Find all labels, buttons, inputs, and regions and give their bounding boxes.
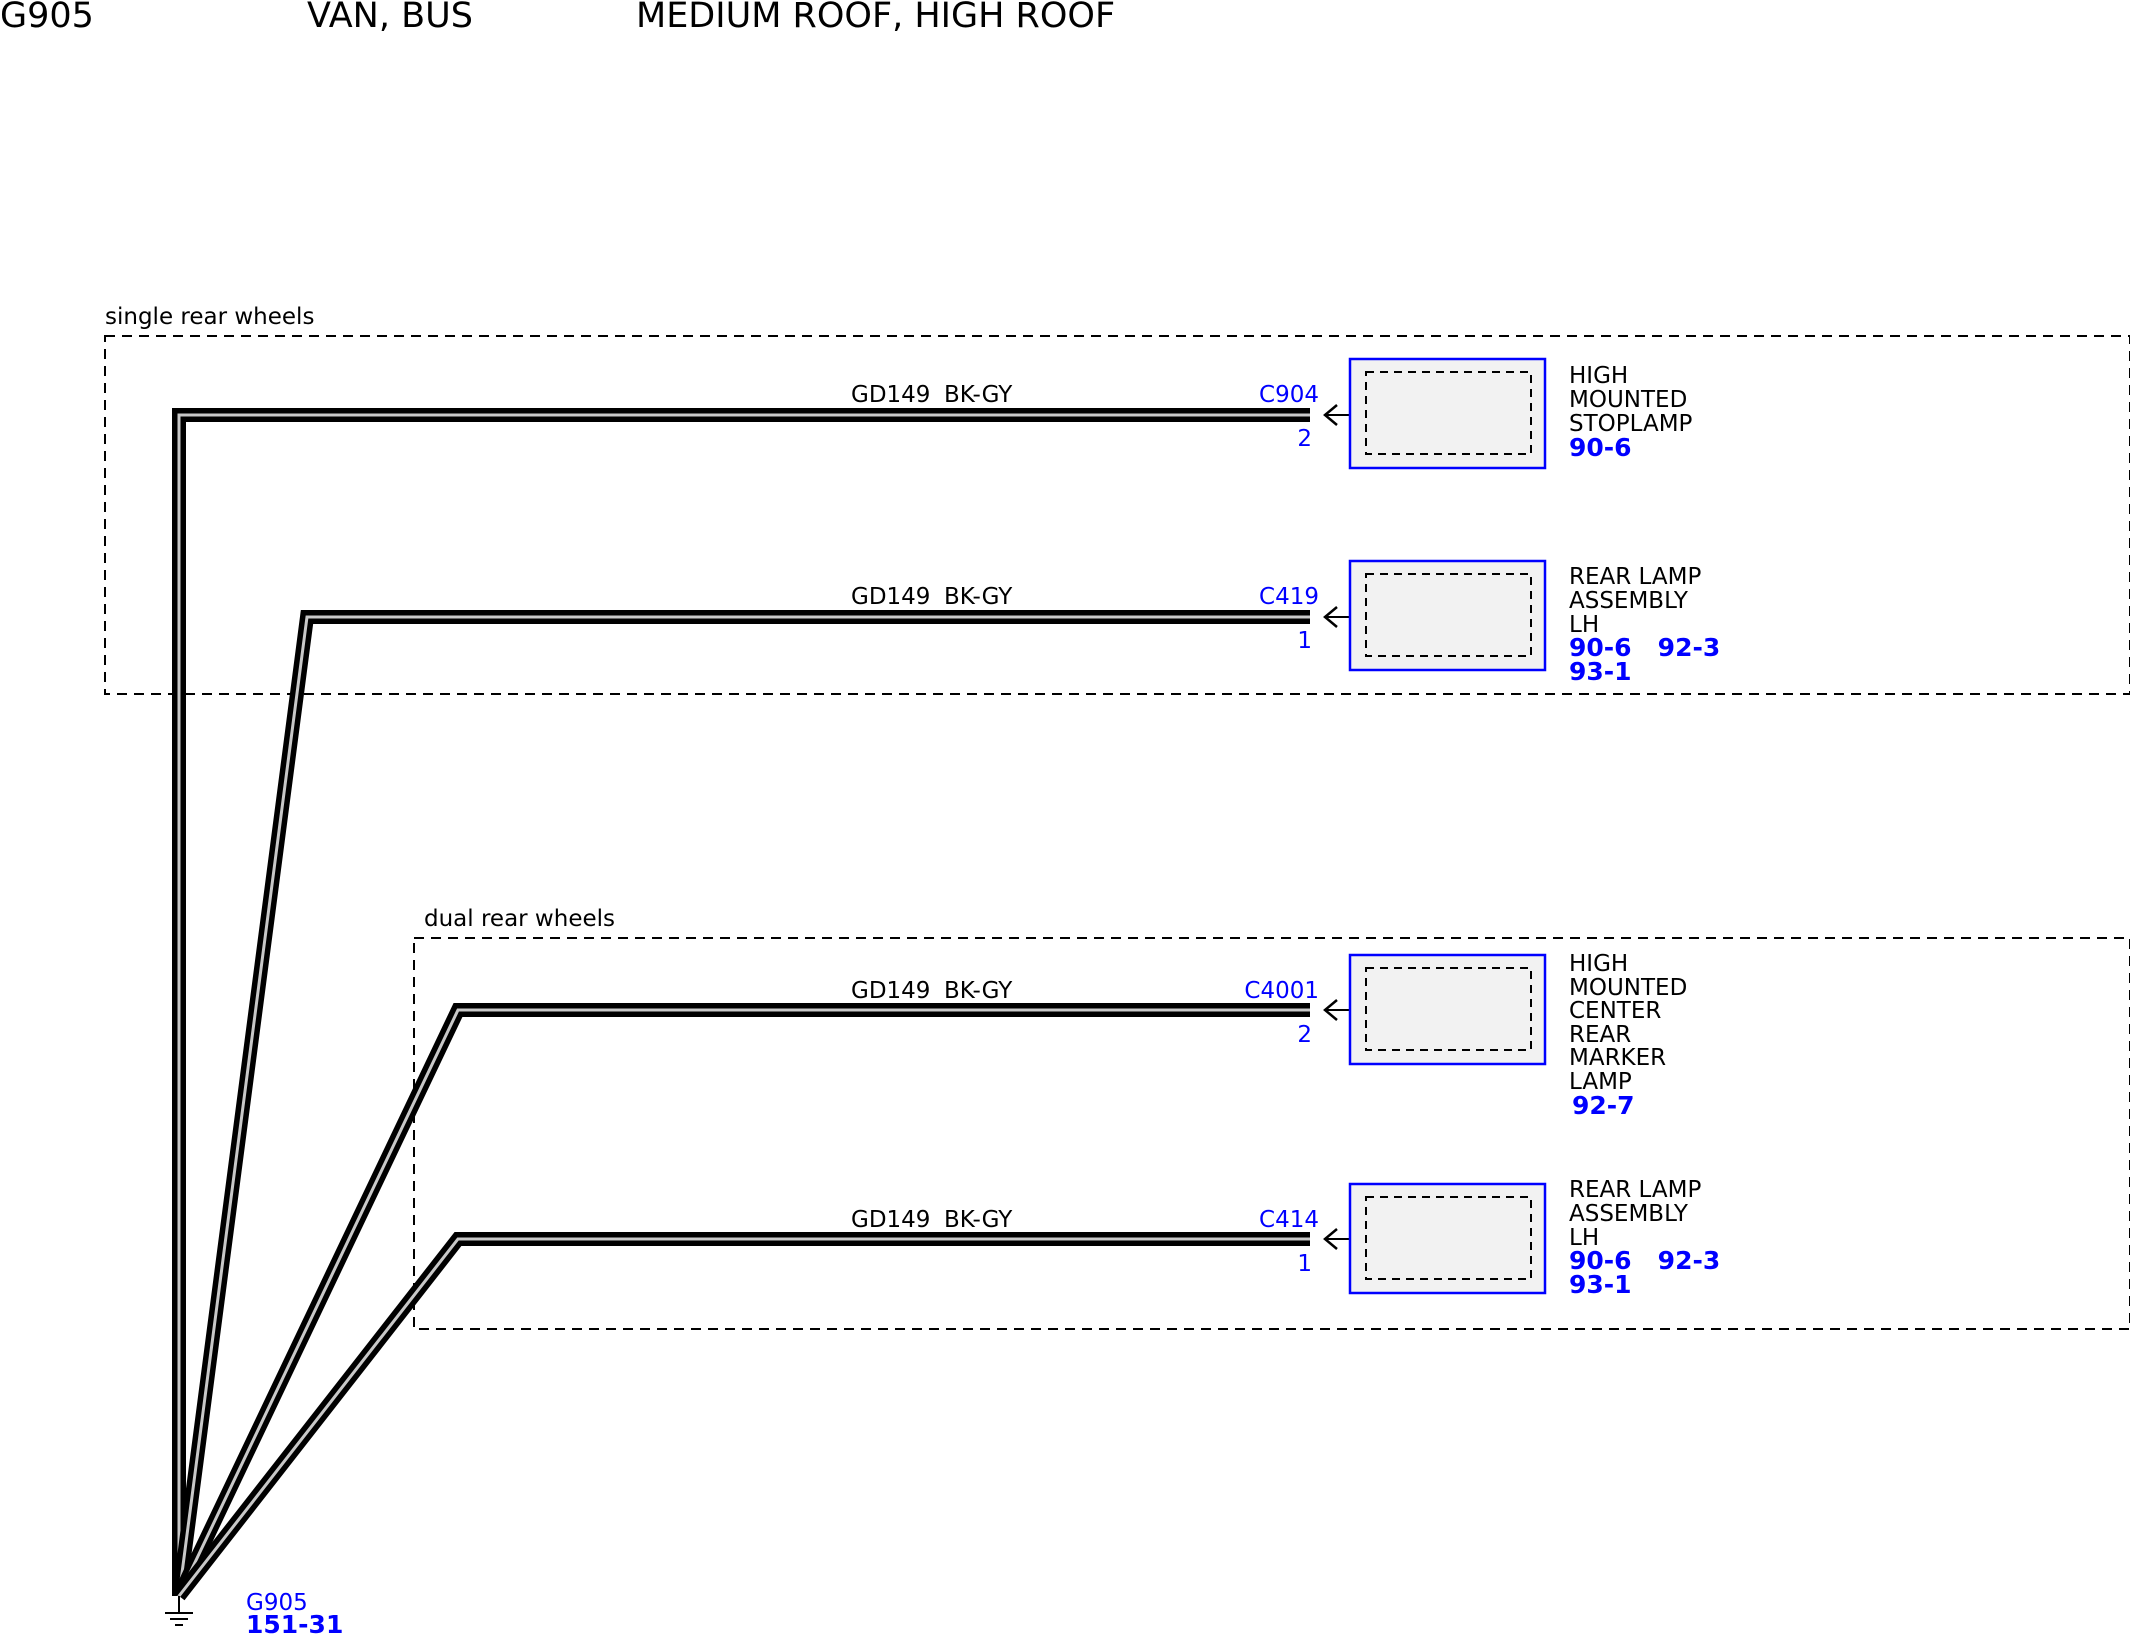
component-rear-lamp-assembly-lh-dual[interactable] <box>1348 1182 1547 1295</box>
component-box[interactable] <box>1348 559 1547 672</box>
wire-c4001 <box>172 1003 1310 1600</box>
wire-color: BK-GY <box>944 1207 1013 1233</box>
component-name-line: CENTER <box>1569 998 1661 1024</box>
circuit-id: GD149 <box>851 1207 930 1233</box>
circuit-id: GD149 <box>851 584 930 610</box>
wire-c904 <box>172 408 1310 1596</box>
header-ground-id: G905 <box>0 0 94 36</box>
component-name-line: HIGH <box>1569 951 1628 977</box>
connector-c414[interactable]: C414 <box>1259 1207 1319 1233</box>
page-ref-link[interactable]: 90-6 92-3 <box>1569 1246 1720 1275</box>
connector-pin: 1 <box>1297 628 1312 654</box>
connector-c419[interactable]: C419 <box>1259 584 1319 610</box>
region-dual-rear-wheels: dual rear wheels <box>413 906 2130 1330</box>
connector-pin: 2 <box>1297 426 1312 452</box>
circuit-c904: GD149 BK-GY C904 2 HIGH MOUNTED STOPLAMP… <box>851 357 1693 470</box>
component-name-line: MOUNTED <box>1569 387 1687 413</box>
component-name-line: ASSEMBLY <box>1569 1201 1689 1227</box>
component-box[interactable] <box>1348 357 1547 470</box>
component-rear-lamp-assembly-lh[interactable] <box>1348 559 1547 672</box>
region-boundary <box>413 937 2130 1330</box>
circuit-c414: GD149 BK-GY C414 1 REAR LAMP ASSEMBLY LH… <box>851 1177 1720 1299</box>
component-inner-outline <box>1365 371 1532 455</box>
component-name-line: LH <box>1569 612 1599 638</box>
component-box[interactable] <box>1348 953 1547 1066</box>
component-name-line: LH <box>1569 1225 1599 1251</box>
header-body-style: VAN, BUS <box>307 0 473 36</box>
page-ref-link[interactable]: 93-1 <box>1569 657 1632 686</box>
wire-c419 <box>172 610 1310 1597</box>
component-name-line: REAR LAMP <box>1569 1177 1701 1203</box>
wire-harness <box>172 408 1310 1601</box>
page-ref-link[interactable]: 93-1 <box>1569 1270 1632 1299</box>
connector-pin: 2 <box>1297 1022 1312 1048</box>
connector-c4001[interactable]: C4001 <box>1244 978 1319 1004</box>
component-name-line: STOPLAMP <box>1569 411 1693 437</box>
connector-c904[interactable]: C904 <box>1259 382 1319 408</box>
component-name-line: MOUNTED <box>1569 975 1687 1001</box>
circuit-c4001: GD149 BK-GY C4001 2 HIGH MOUNTED CENTER … <box>851 951 1687 1120</box>
wire-color: BK-GY <box>944 584 1013 610</box>
region-label: single rear wheels <box>105 304 314 330</box>
region-label: dual rear wheels <box>424 906 615 932</box>
ground-page-ref-link[interactable]: 151-31 <box>246 1610 343 1636</box>
ground-symbol-icon <box>165 1596 193 1626</box>
page-ref-link[interactable]: 90-6 92-3 <box>1569 633 1720 662</box>
component-box[interactable] <box>1348 1182 1547 1295</box>
page-ref-link[interactable]: 92-7 <box>1572 1091 1635 1120</box>
region-single-rear-wheels: single rear wheels <box>104 304 2130 695</box>
component-name-line: MARKER <box>1569 1045 1666 1071</box>
wire-color: BK-GY <box>944 382 1013 408</box>
region-boundary <box>104 335 2130 695</box>
page-ref-link[interactable]: 90-6 <box>1569 433 1632 462</box>
component-inner-outline <box>1365 1196 1532 1280</box>
circuit-c419: GD149 BK-GY C419 1 REAR LAMP ASSEMBLY LH… <box>851 559 1720 686</box>
header-roof: MEDIUM ROOF, HIGH ROOF <box>636 0 1115 36</box>
circuit-id: GD149 <box>851 978 930 1004</box>
component-name-line: REAR LAMP <box>1569 564 1701 590</box>
component-name-line: HIGH <box>1569 363 1628 389</box>
wire-c414 <box>173 1232 1310 1601</box>
circuit-id: GD149 <box>851 382 930 408</box>
ground-id[interactable]: G905 <box>246 1590 308 1616</box>
ground-g905: G905 151-31 <box>165 1590 343 1636</box>
component-inner-outline <box>1365 967 1532 1051</box>
connector-pin: 1 <box>1297 1251 1312 1277</box>
component-inner-outline <box>1365 573 1532 657</box>
component-high-mounted-center-rear-marker-lamp[interactable] <box>1348 953 1547 1066</box>
component-name-line: ASSEMBLY <box>1569 588 1689 614</box>
wire-color: BK-GY <box>944 978 1013 1004</box>
component-high-mounted-stoplamp[interactable] <box>1348 357 1547 470</box>
component-name-line: LAMP <box>1569 1069 1632 1095</box>
component-name-line: REAR <box>1569 1022 1631 1048</box>
